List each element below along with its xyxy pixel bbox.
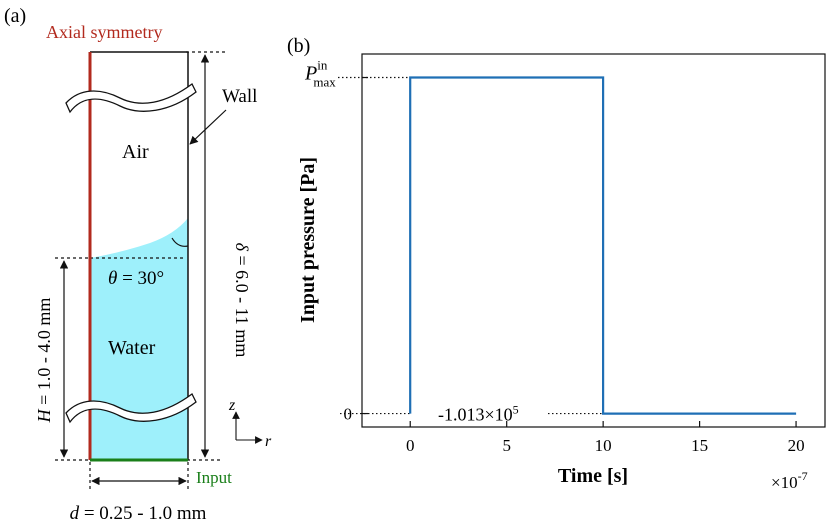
min-pressure-annotation: -1.013×105 bbox=[438, 403, 519, 425]
x-axis-ticks: 0 5 10 15 20 bbox=[362, 76, 805, 455]
panel-a: (a) bbox=[4, 5, 272, 524]
x-tick-label: 10 bbox=[595, 436, 612, 455]
y-axis-label: Input pressure [Pa] bbox=[297, 157, 319, 323]
input-label: Input bbox=[196, 468, 232, 487]
wall-label: Wall bbox=[222, 86, 257, 107]
y-tick-label-zero: 0 bbox=[344, 405, 353, 424]
x-tick-label: 5 bbox=[502, 436, 511, 455]
contact-angle-arc bbox=[171, 237, 189, 247]
delta-label: δ = 6.0 - 11 mm bbox=[232, 243, 252, 358]
d-label: d = 0.25 - 1.0 mm bbox=[70, 503, 207, 524]
input-pressure-series-line bbox=[409, 76, 797, 415]
x-scale-exponent: ×10-7 bbox=[771, 469, 808, 492]
theta-label: θ = 30° bbox=[108, 268, 164, 289]
water-region bbox=[90, 218, 188, 460]
axial-symmetry-label: Axial symmetry bbox=[46, 22, 162, 42]
x-tick-label: 0 bbox=[406, 436, 415, 455]
x-axis-label: Time [s] bbox=[558, 465, 628, 487]
air-label: Air bbox=[122, 141, 149, 163]
water-label: Water bbox=[108, 337, 156, 359]
panel-a-label: (a) bbox=[4, 5, 26, 27]
panel-b-label: (b) bbox=[287, 35, 310, 57]
h-label: H = 1.0 - 4.0 mm bbox=[34, 298, 54, 424]
break-mark-top bbox=[65, 83, 197, 114]
wall-pointer-arrow bbox=[189, 109, 227, 145]
plot-area-frame bbox=[361, 53, 826, 428]
x-tick-label: 15 bbox=[691, 436, 708, 455]
break-mark-bottom bbox=[65, 393, 197, 424]
z-axis-label: z bbox=[228, 397, 236, 414]
r-axis-label: r bbox=[265, 433, 272, 450]
x-tick-label: 20 bbox=[788, 436, 805, 455]
